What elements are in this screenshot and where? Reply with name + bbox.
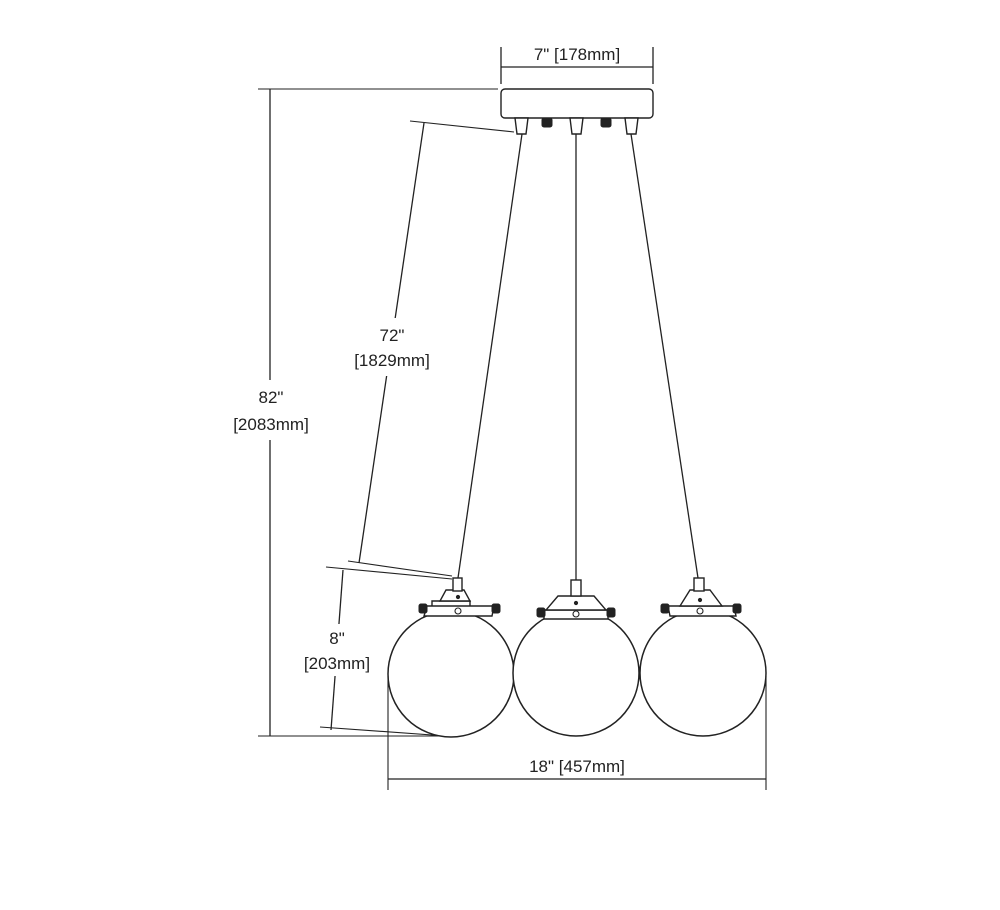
overall-height-metric: [2083mm] [233,415,309,434]
canopy [500,88,654,135]
cord-length-dimension: 72" [1829mm] [338,120,515,577]
canopy-width-dimension: 7" [178mm] [500,45,654,84]
canopy-width-label: 7" [178mm] [534,45,620,64]
globe-shade [387,610,515,738]
overall-width-label: 18" [457mm] [529,757,625,776]
cord-length-imperial: 72" [380,326,405,345]
pendant-cords [457,133,699,580]
shade-height-metric: [203mm] [304,654,370,673]
shade-height-dimension: 8" [203mm] [292,566,453,737]
shade-height-imperial: 8" [329,629,345,648]
globe-shade [639,609,767,737]
globe-shade [512,609,640,737]
overall-width-dimension: 18" [457mm] [387,676,767,790]
pendant-right [639,577,767,737]
overall-height-dimension: 82" [2083mm] [215,88,498,737]
pendant-center [512,579,640,737]
cord-right [630,133,699,579]
overall-height-imperial: 82" [259,388,284,407]
cord-length-metric: [1829mm] [354,351,430,370]
pendant-left [387,577,515,738]
cord-left [457,133,523,579]
